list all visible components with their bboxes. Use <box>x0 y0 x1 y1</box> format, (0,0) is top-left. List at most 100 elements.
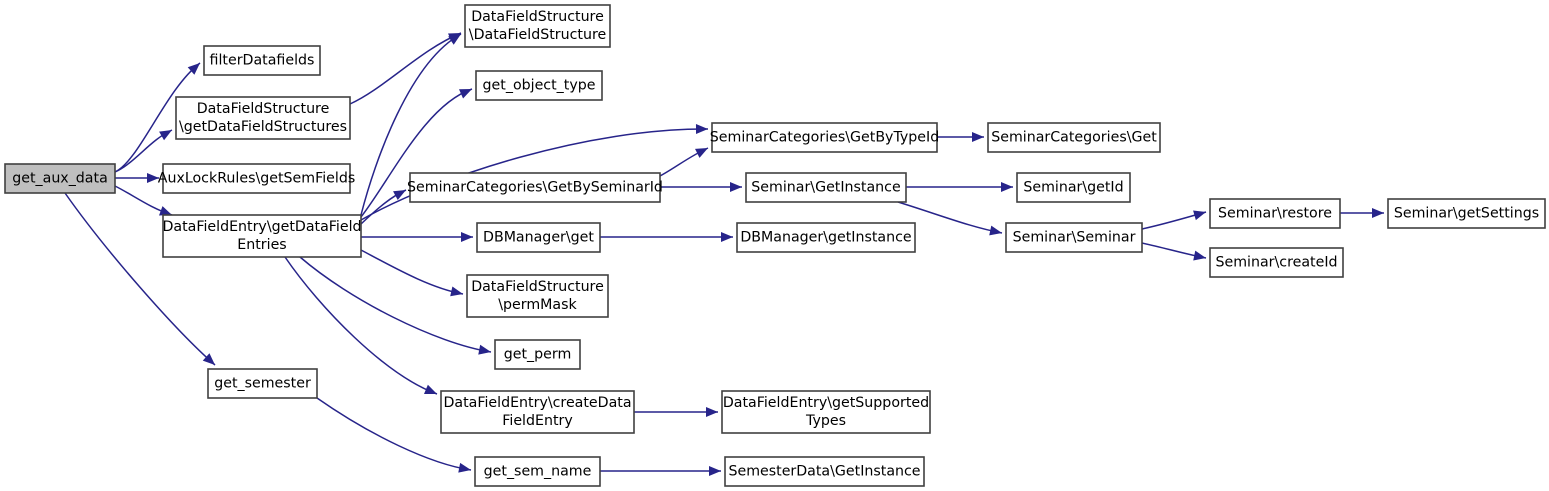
nodes-layer: get_aux_datafilterDatafieldsDataFieldStr… <box>4 4 1546 487</box>
arrow-head <box>147 173 159 183</box>
node-label: Types <box>805 413 846 429</box>
arrow-head <box>459 89 472 99</box>
node-label: DataFieldStructure <box>471 279 604 295</box>
node-label: \permMask <box>498 297 577 313</box>
arrow-head <box>1193 210 1206 221</box>
edge-DataFieldStructure_getDataFieldStructures-to-DataFieldStructure_DataFieldStructure <box>349 32 462 105</box>
node-box[interactable] <box>203 45 321 76</box>
arrow-head <box>461 232 473 242</box>
node-get_sem_name[interactable]: get_sem_name <box>474 456 601 487</box>
node-get_aux_data[interactable]: get_aux_data <box>4 163 116 194</box>
node-box[interactable] <box>440 390 635 434</box>
node-label: SemesterData\GetInstance <box>728 464 920 480</box>
node-label: \getDataFieldStructures <box>179 119 347 135</box>
arrow-head <box>695 124 708 135</box>
node-box[interactable] <box>474 456 601 487</box>
arrow-head <box>187 63 200 75</box>
node-label: DataFieldEntry\getSupported <box>723 395 929 411</box>
node-label: DataFieldEntry\getDataField <box>162 219 361 235</box>
node-label: filterDatafields <box>210 53 315 69</box>
node-Seminar_getSettings[interactable]: Seminar\getSettings <box>1387 198 1546 229</box>
arrow-head <box>159 130 172 141</box>
node-box[interactable] <box>162 163 351 194</box>
node-box[interactable] <box>1209 198 1341 229</box>
node-Seminar_createId[interactable]: Seminar\createId <box>1209 247 1344 278</box>
node-label: FieldEntry <box>502 413 573 429</box>
node-DBManager_getInstance[interactable]: DBManager\getInstance <box>736 222 916 253</box>
node-DataFieldStructure_permMask[interactable]: DataFieldStructure \permMask <box>466 274 609 318</box>
node-label: DBManager\get <box>483 230 594 246</box>
node-label: AuxLockRules\getSemFields <box>158 171 356 187</box>
node-box[interactable] <box>724 456 925 487</box>
edge-Seminar_GetInstance-to-Seminar_getId <box>906 182 1013 192</box>
node-box[interactable] <box>1387 198 1546 229</box>
node-label: SeminarCategories\GetBySeminarId <box>407 180 663 196</box>
node-Seminar_getId[interactable]: Seminar\getId <box>1016 172 1131 203</box>
node-label: get_sem_name <box>484 464 592 480</box>
node-get_semester[interactable]: get_semester <box>207 368 318 399</box>
node-label: Seminar\GetInstance <box>751 180 900 196</box>
node-label: get_perm <box>504 347 572 363</box>
node-box[interactable] <box>494 339 581 370</box>
node-box[interactable] <box>466 274 609 318</box>
node-box[interactable] <box>1005 222 1143 253</box>
node-box[interactable] <box>4 163 116 194</box>
node-box[interactable] <box>409 172 661 203</box>
node-box[interactable] <box>475 70 603 101</box>
node-label: Seminar\getSettings <box>1394 206 1539 222</box>
node-box[interactable] <box>1016 172 1131 203</box>
edge-DataFieldEntry_getDataFieldEntries-to-get_object_type <box>360 88 473 218</box>
node-get_perm[interactable]: get_perm <box>494 339 581 370</box>
node-box[interactable] <box>745 172 907 203</box>
node-box[interactable] <box>175 96 351 140</box>
node-get_object_type[interactable]: get_object_type <box>475 70 603 101</box>
node-box[interactable] <box>721 390 931 434</box>
arrow-head <box>1001 182 1013 192</box>
node-DataFieldStructure_DataFieldStructure[interactable]: DataFieldStructure\DataFieldStructure <box>464 4 611 48</box>
node-label: DataFieldStructure <box>197 101 330 117</box>
node-label: Seminar\createId <box>1215 255 1337 271</box>
arrow-head <box>424 384 437 394</box>
node-box[interactable] <box>464 4 611 48</box>
node-DataFieldStructure_getDataFieldStructures[interactable]: DataFieldStructure \getDataFieldStructure… <box>175 96 351 140</box>
edge-SeminarCategories_GetBySeminarId-to-Seminar_GetInstance <box>660 182 742 192</box>
node-box[interactable] <box>987 122 1161 153</box>
node-Seminar_Seminar[interactable]: Seminar\Seminar <box>1005 222 1143 253</box>
edge-get_aux_data-to-get_semester <box>64 192 216 366</box>
node-filterDatafields[interactable]: filterDatafields <box>203 45 321 76</box>
edge-get_sem_name-to-SemesterData_GetInstance <box>600 466 721 476</box>
node-SeminarCategories_GetBySeminarId[interactable]: SeminarCategories\GetBySeminarId <box>407 172 663 203</box>
node-box[interactable] <box>476 222 601 253</box>
node-box[interactable] <box>711 122 938 153</box>
node-label: get_semester <box>214 376 311 392</box>
edge-get_aux_data-to-filterDatafields <box>114 62 201 173</box>
node-box[interactable] <box>207 368 318 399</box>
node-SeminarCategories_GetByTypeId[interactable]: SeminarCategories\GetByTypeId <box>710 122 939 153</box>
edge-DataFieldEntry_getDataFieldEntries-to-DataFieldStructure_DataFieldStructure <box>360 33 462 216</box>
node-SeminarCategories_Get[interactable]: SeminarCategories\Get <box>987 122 1161 153</box>
node-SemesterData_GetInstance[interactable]: SemesterData\GetInstance <box>724 456 925 487</box>
node-box[interactable] <box>736 222 916 253</box>
edge-DataFieldEntry_getDataFieldEntries-to-DataFieldStructure_permMask <box>360 249 464 297</box>
edge-Seminar_restore-to-Seminar_getSettings <box>1340 208 1384 218</box>
node-box[interactable] <box>162 214 362 258</box>
arrow-head <box>458 462 471 473</box>
node-label: SeminarCategories\Get <box>991 130 1157 146</box>
node-box[interactable] <box>1209 247 1344 278</box>
node-AuxLockRules_getSemFields[interactable]: AuxLockRules\getSemFields <box>158 163 356 194</box>
node-Seminar_restore[interactable]: Seminar\restore <box>1209 198 1341 229</box>
node-label: SeminarCategories\GetByTypeId <box>710 130 939 146</box>
node-Seminar_GetInstance[interactable]: Seminar\GetInstance <box>745 172 907 203</box>
node-DBManager_get[interactable]: DBManager\get <box>476 222 601 253</box>
node-label: \DataFieldStructure <box>469 27 606 43</box>
edge-SeminarCategories_GetByTypeId-to-SeminarCategories_Get <box>937 132 984 142</box>
edge-DBManager_get-to-DBManager_getInstance <box>600 232 733 242</box>
arrow-head <box>1372 208 1384 218</box>
node-label: Seminar\restore <box>1218 206 1332 222</box>
arrow-head <box>706 407 718 417</box>
edge-SeminarCategories_GetBySeminarId-to-SeminarCategories_GetByTypeId <box>659 147 709 177</box>
